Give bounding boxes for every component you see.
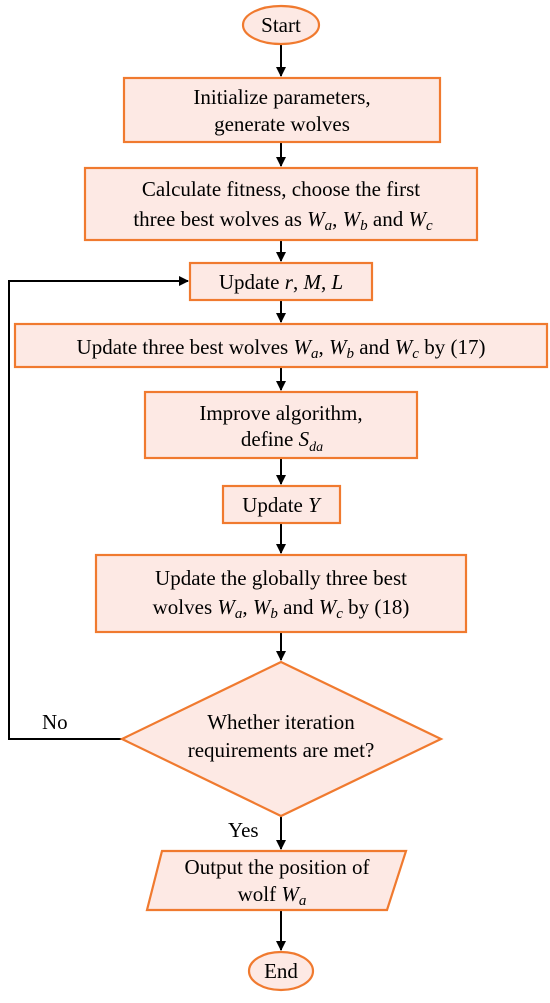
node-end: End: [247, 950, 315, 992]
edges: [8, 44, 286, 951]
node-start: Start: [241, 4, 321, 46]
fitness-label-line1: Calculate fitness, choose the first: [142, 177, 420, 201]
edge-label-no: No: [42, 710, 68, 734]
update-global-label-line2: wolves Wa, Wb and Wc by (18): [153, 595, 410, 622]
node-update-y: Update Y: [221, 484, 342, 525]
decision-diamond: [119, 660, 444, 818]
update-best-box: [13, 322, 549, 369]
update-best-label: Update three best wolves Wa, Wb and Wc b…: [77, 335, 486, 362]
edge-label-yes: Yes: [228, 818, 259, 842]
improve-box: [143, 390, 419, 460]
node-output: Output the position of wolf Wa: [145, 849, 408, 912]
node-calculate-fitness: Calculate fitness, choose the first thre…: [83, 166, 479, 242]
initialize-label-line2: generate wolves: [214, 112, 350, 136]
improve-label-line2: define Sda: [241, 427, 323, 455]
node-update-three-best: Update three best wolves Wa, Wb and Wc b…: [13, 322, 549, 369]
decision-label-line2: requirements are met?: [188, 738, 375, 762]
update-y-label: Update Y: [242, 493, 322, 517]
output-label-line2: wolf Wa: [238, 882, 307, 909]
update-global-box: [94, 553, 468, 634]
end-ellipse: [247, 950, 315, 992]
update-global-label-line1: Update the globally three best: [155, 566, 407, 590]
update-rml-label: Update r, M, L: [219, 270, 343, 294]
initialize-label-line1: Initialize parameters,: [193, 85, 370, 109]
output-parallelogram: [145, 849, 408, 912]
fitness-label-line2: three best wolves as Wa, Wb and Wc: [133, 207, 433, 234]
node-decision: Whether iteration requirements are met?: [119, 660, 444, 818]
end-label: End: [264, 959, 298, 983]
node-initialize: Initialize parameters, generate wolves: [122, 76, 442, 144]
decision-label-line1: Whether iteration: [207, 710, 355, 734]
output-label-line1: Output the position of: [185, 855, 370, 879]
improve-label-line1: Improve algorithm,: [199, 401, 362, 425]
node-update-r-m-l: Update r, M, L: [188, 261, 374, 302]
update-rml-box: [188, 261, 374, 302]
edge-decision-loop-back: [8, 276, 189, 740]
start-label: Start: [261, 13, 301, 37]
fitness-box: [83, 166, 479, 242]
node-update-globally: Update the globally three best wolves Wa…: [94, 553, 468, 634]
update-y-box: [221, 484, 342, 525]
initialize-box: [122, 76, 442, 144]
node-improve-algorithm: Improve algorithm, define Sda: [143, 390, 419, 460]
start-ellipse: [241, 4, 321, 46]
